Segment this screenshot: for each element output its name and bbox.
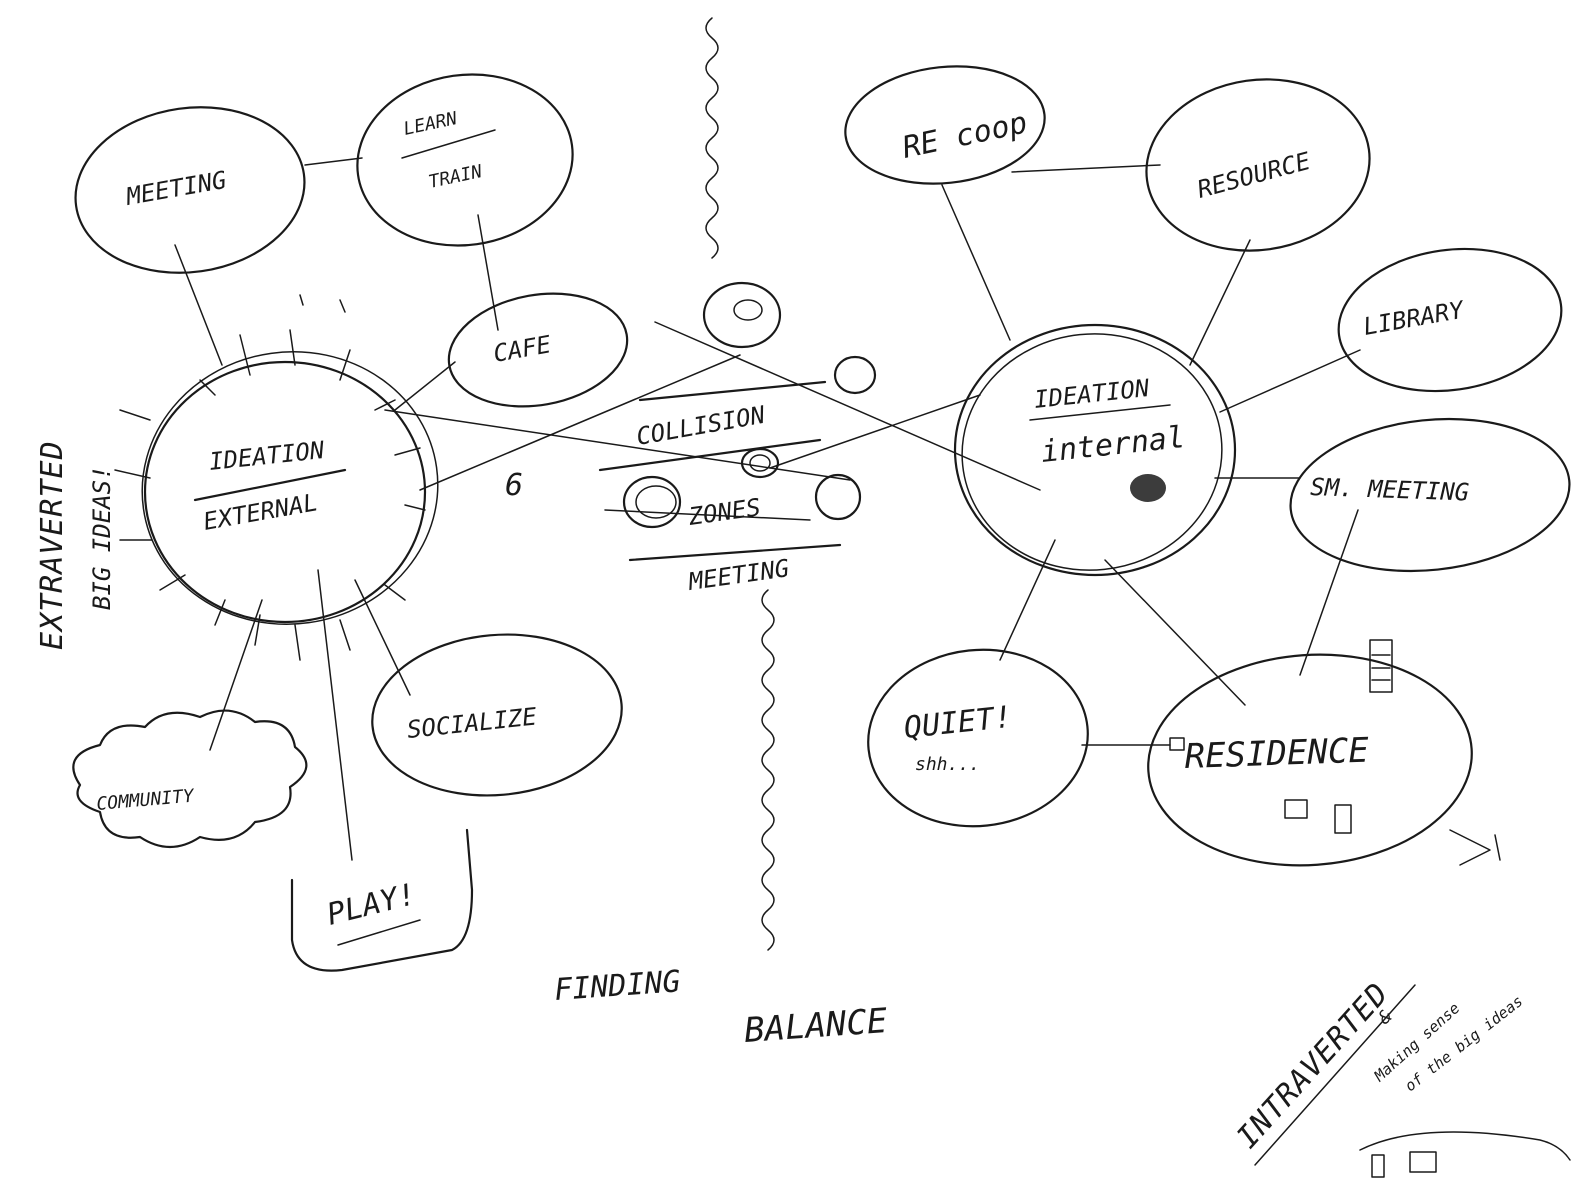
caption-balance: BALANCE bbox=[743, 1001, 889, 1051]
extraverted-title: EXTRAVERTED bbox=[35, 440, 70, 650]
center-meeting-label: MEETING bbox=[686, 554, 791, 596]
intraverted-title: INTRAVERTED bbox=[1230, 976, 1396, 1155]
node-quiet-label: QUIET! bbox=[902, 700, 1013, 746]
node-socialize-label: SOCIALIZE bbox=[406, 702, 539, 743]
node-learn-train: LEARN TRAIN bbox=[356, 73, 574, 247]
node-train-label: TRAIN bbox=[427, 161, 485, 193]
node-shh-label: shh... bbox=[915, 754, 980, 775]
node-quiet: QUIET! shh... bbox=[867, 648, 1089, 828]
edge-sm-meeting-residence bbox=[1299, 509, 1359, 676]
edge-resource-hub bbox=[1189, 239, 1251, 366]
edge-left-hub-cross bbox=[384, 409, 851, 481]
node-community-label: COMMUNITY bbox=[96, 785, 196, 815]
hub-radiating-ticks bbox=[114, 294, 426, 661]
right-hub-line2: internal bbox=[1039, 420, 1186, 470]
edge-socialize-hub bbox=[354, 579, 411, 696]
edge-left-hub-to-collision bbox=[419, 354, 741, 491]
edge-library-hub bbox=[1219, 349, 1361, 413]
caption-finding: FINDING bbox=[553, 964, 682, 1008]
node-learn-label: LEARN bbox=[402, 108, 460, 140]
node-residence: RESIDENCE bbox=[1147, 639, 1473, 867]
node-sm-meeting-label: SM. MEETING bbox=[1310, 473, 1470, 507]
edge-quiet-hub bbox=[999, 539, 1056, 661]
edge-meeting-hub bbox=[174, 244, 223, 366]
node-library-label: LIBRARY bbox=[1361, 296, 1467, 341]
edge-cafe-hub bbox=[394, 361, 456, 411]
edge-meeting-learn bbox=[304, 157, 363, 166]
scribble-mark bbox=[1130, 474, 1166, 502]
edge-learn-cafe bbox=[477, 214, 499, 331]
edge-right-hub-to-collision bbox=[769, 394, 981, 469]
node-play: PLAY! bbox=[290, 828, 474, 972]
node-resource: RESOURCE bbox=[1145, 78, 1371, 252]
divider-bottom-squiggle bbox=[761, 589, 775, 951]
node-community: COMMUNITY bbox=[72, 709, 308, 848]
node-recoop-label: RE coop bbox=[899, 105, 1030, 166]
left-hub-line1: IDEATION bbox=[208, 436, 326, 476]
node-meeting-label: MEETING bbox=[123, 166, 228, 211]
collision-zones: COLLISION ZONES MEETING 6 bbox=[505, 281, 877, 596]
left-hub: IDEATION EXTERNAL bbox=[114, 294, 439, 661]
node-library: LIBRARY bbox=[1337, 247, 1563, 393]
right-hub-line1: IDEATION bbox=[1033, 374, 1151, 414]
node-socialize: SOCIALIZE bbox=[371, 633, 623, 797]
intraverted-block: INTRAVERTED & Making sense of the big id… bbox=[1230, 976, 1571, 1178]
collision-label: COLLISION bbox=[634, 401, 767, 451]
edge-residence-hub bbox=[1104, 559, 1246, 706]
divider-top-squiggle bbox=[705, 17, 719, 259]
edge-play-hub bbox=[317, 569, 353, 861]
edge-recoop-resource bbox=[1011, 164, 1161, 173]
node-sm-meeting: SM. MEETING bbox=[1289, 417, 1571, 573]
edge-recoop-hub bbox=[941, 184, 1011, 341]
zones-label: ZONES bbox=[686, 493, 762, 531]
node-residence-label: RESIDENCE bbox=[1184, 731, 1370, 777]
edge-community-hub bbox=[209, 599, 263, 751]
extraverted-subtitle: BIG IDEAS! bbox=[88, 466, 116, 611]
node-meeting: MEETING bbox=[74, 106, 306, 274]
arrow-mark bbox=[1449, 829, 1501, 866]
node-cafe-label: CAFE bbox=[491, 330, 553, 368]
center-numeral: 6 bbox=[505, 468, 523, 503]
node-recoop: RE coop bbox=[844, 65, 1046, 185]
node-resource-label: RESOURCE bbox=[1194, 147, 1313, 204]
edge-cafe-to-right-hub bbox=[654, 321, 1041, 491]
node-cafe: CAFE bbox=[447, 292, 629, 408]
